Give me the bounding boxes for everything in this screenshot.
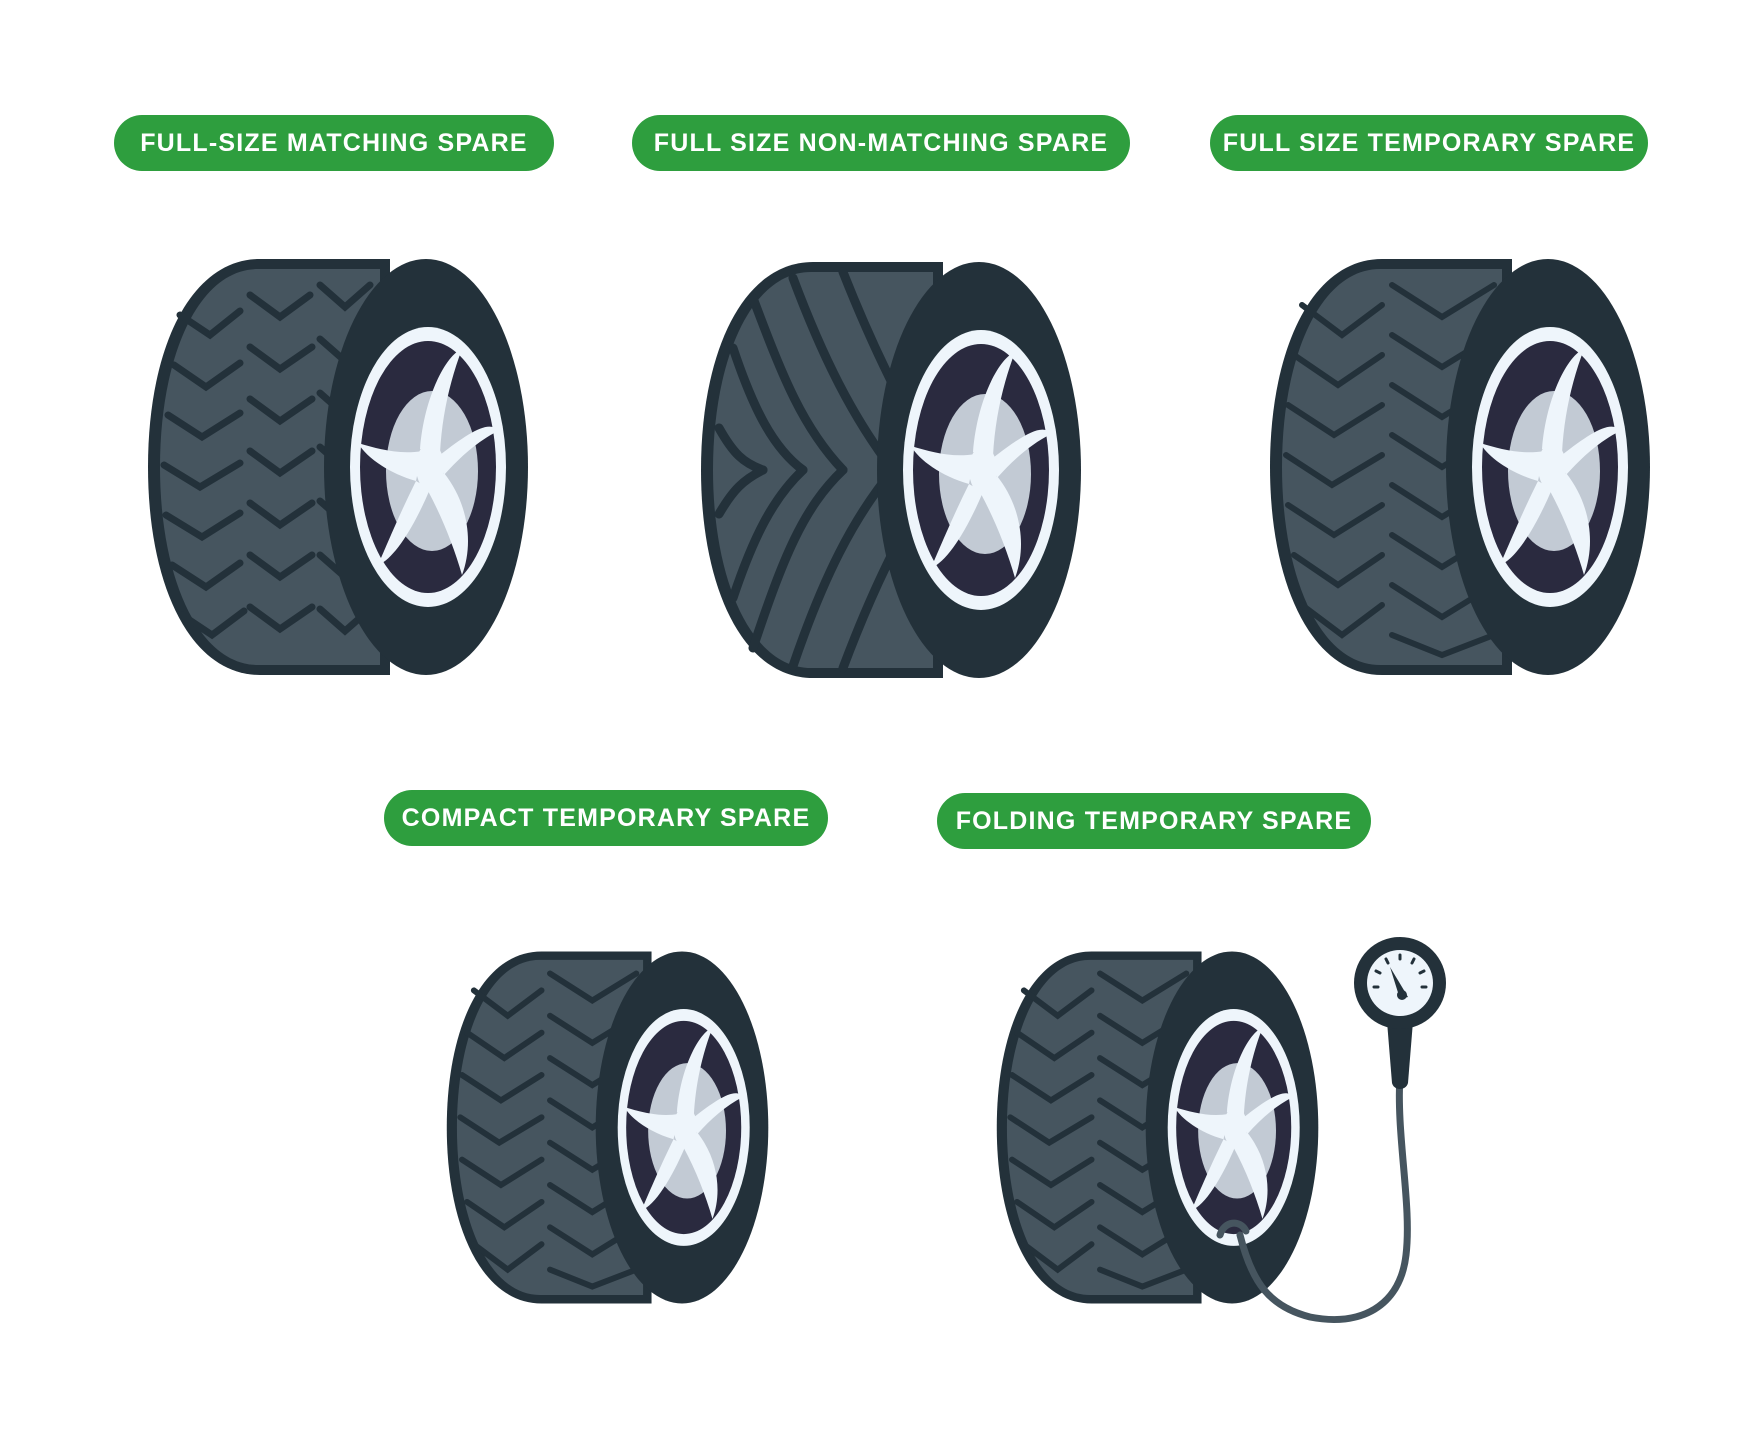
tire-wheel-icon <box>996 951 1319 1304</box>
tire-wheel-icon <box>148 259 528 675</box>
label-full-size-temporary-spare: FULL SIZE TEMPORARY SPARE <box>1210 115 1648 171</box>
tire-wheel-icon <box>446 951 769 1304</box>
label-folding-temporary-spare: FOLDING TEMPORARY SPARE <box>937 793 1371 849</box>
label-full-size-non-matching-spare: FULL SIZE NON-MATCHING SPARE <box>632 115 1130 171</box>
label-compact-temporary-spare: COMPACT TEMPORARY SPARE <box>384 790 828 846</box>
pressure-gauge-icon <box>1216 937 1446 1323</box>
tire-wheel-icon <box>1270 259 1650 675</box>
label-full-size-matching-spare: FULL-SIZE MATCHING SPARE <box>114 115 554 171</box>
tire-wheel-icon <box>701 262 1081 678</box>
